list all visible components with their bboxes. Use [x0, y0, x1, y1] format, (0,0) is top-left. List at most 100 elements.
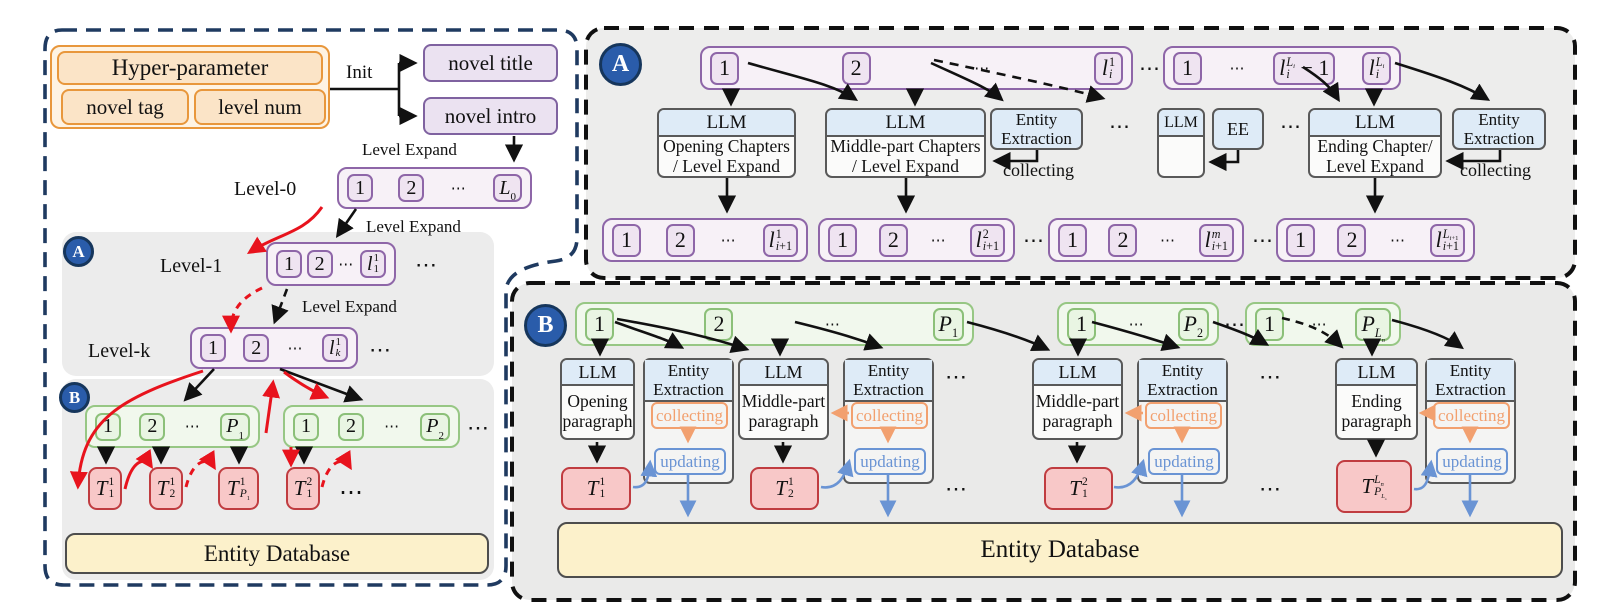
collecting-label: collecting [1437, 405, 1506, 425]
llm-body-line: / Level Expand [673, 155, 780, 176]
collecting-label: collecting [655, 405, 724, 425]
sequence-chip: 1 [828, 223, 857, 257]
sequence-chip: 1 [1058, 223, 1087, 257]
ellipsis: ⋯ [287, 339, 304, 357]
entity-extraction-unit-4: Entity Extraction collecting updating [1425, 358, 1516, 484]
left-badge-b-label: B [68, 387, 81, 407]
llm-middle-chapters-box: LLM Middle-part Chapters / Level Expand [825, 108, 986, 178]
ee-short-label: EE [1227, 118, 1249, 139]
ellipsis: ⋯ [338, 255, 355, 273]
panel-b-unit-dots-2a: ⋯ [1259, 364, 1282, 389]
panel-a-between-dots: ⋯ [1139, 56, 1161, 80]
collecting-label: collecting [855, 405, 924, 425]
entity-extraction-label: Entity Extraction [853, 360, 924, 399]
ellipsis: ⋯ [1229, 59, 1246, 77]
entity-extraction-unit-1: Entity Extraction collecting updating [643, 358, 734, 484]
hyper-parameter-box: Hyper-parameter novel tag level num [50, 45, 330, 129]
level-expand-label-2: Level Expand [366, 217, 461, 236]
sequence-chip: 2 [704, 307, 734, 341]
llm-label: LLM [578, 361, 617, 382]
panel-a-mid-dots-2: ⋯ [1280, 114, 1302, 138]
entity-extraction-label: Entity Extraction [1463, 109, 1535, 148]
panel-a-badge-label: A [611, 51, 630, 77]
llm-label: LLM [1357, 361, 1396, 382]
panel-b-badge: B [524, 304, 567, 347]
sequence-chip: 1 [585, 307, 614, 341]
left-badge-a-label: A [72, 241, 85, 261]
panel-a-mid-dots-1: ⋯ [1109, 114, 1131, 138]
llm-label: LLM [706, 111, 747, 133]
sequence-chip: 1 [347, 174, 373, 202]
llm-body-line: Ending Chapter/ [1317, 136, 1433, 156]
hyper-parameter-label: Hyper-parameter [111, 55, 269, 80]
sequence-chip: 1 [200, 334, 226, 362]
collecting-tag-4: collecting [1433, 402, 1510, 429]
llm-label: LLM [885, 111, 926, 133]
left-paragraph-after-dots: ⋯ [467, 415, 490, 440]
updating-label: updating [660, 451, 720, 471]
novel-title-label: novel title [448, 50, 533, 75]
collecting-label: collecting [1149, 405, 1218, 425]
llm-middle-paragraph-box-2: LLM Middle-part paragraph [1032, 358, 1123, 440]
ellipsis: ⋯ [184, 418, 201, 435]
collecting-tag-3: collecting [1145, 402, 1222, 429]
panel-a-badge: A [599, 43, 642, 86]
sequence-chip: 1 [1286, 223, 1315, 257]
entity-extraction-label: Entity Extraction [1001, 109, 1072, 148]
sequence-chip: 1 [1255, 307, 1284, 341]
panel-b-entity-database: Entity Database [557, 522, 1563, 578]
novel-intro-label: novel intro [444, 103, 537, 128]
updating-tag-1: updating [654, 448, 726, 475]
sequence-chip: 1 [293, 412, 319, 441]
collecting-tag-2: collecting [851, 402, 928, 429]
entity-extraction-box-1: Entity Extraction [990, 108, 1083, 150]
entity-extraction-short-box: EE [1212, 108, 1264, 150]
ellipsis: ⋯ [974, 59, 991, 77]
novel-intro-box: novel intro [423, 97, 558, 135]
llm-body-line: paragraph [562, 411, 633, 431]
updating-label: updating [1442, 451, 1502, 471]
panel-b-entity-database-label: Entity Database [980, 536, 1140, 563]
sequence-chip: 2 [139, 412, 166, 441]
sequence-chip: 1 [710, 51, 739, 85]
panel-a-out-dots-2: ⋯ [1252, 228, 1274, 252]
sequence-chip: 2 [306, 250, 333, 278]
panel-b-unit-dots-1b: ⋯ [945, 476, 968, 501]
sequence-chip: 2 [665, 223, 695, 257]
ellipsis: ⋯ [930, 231, 947, 249]
ellipsis: ⋯ [720, 231, 737, 249]
level0-label: Level-0 [234, 178, 297, 200]
sequence-chip: 1 [612, 223, 641, 257]
left-entity-database-label: Entity Database [203, 540, 351, 566]
llm-middle-paragraph-box-1: LLM Middle-part paragraph [738, 358, 829, 440]
llm-body-line: Middle-part [741, 391, 826, 412]
entity-extraction-label: Entity Extraction [1435, 360, 1506, 399]
left-entity-database: Entity Database [65, 533, 489, 574]
updating-label: updating [860, 451, 920, 471]
llm-body-line: Opening [567, 391, 628, 412]
ellipsis: ⋯ [824, 315, 842, 333]
sequence-chip: 1 [95, 412, 121, 441]
novel-title-box: novel title [423, 44, 558, 82]
